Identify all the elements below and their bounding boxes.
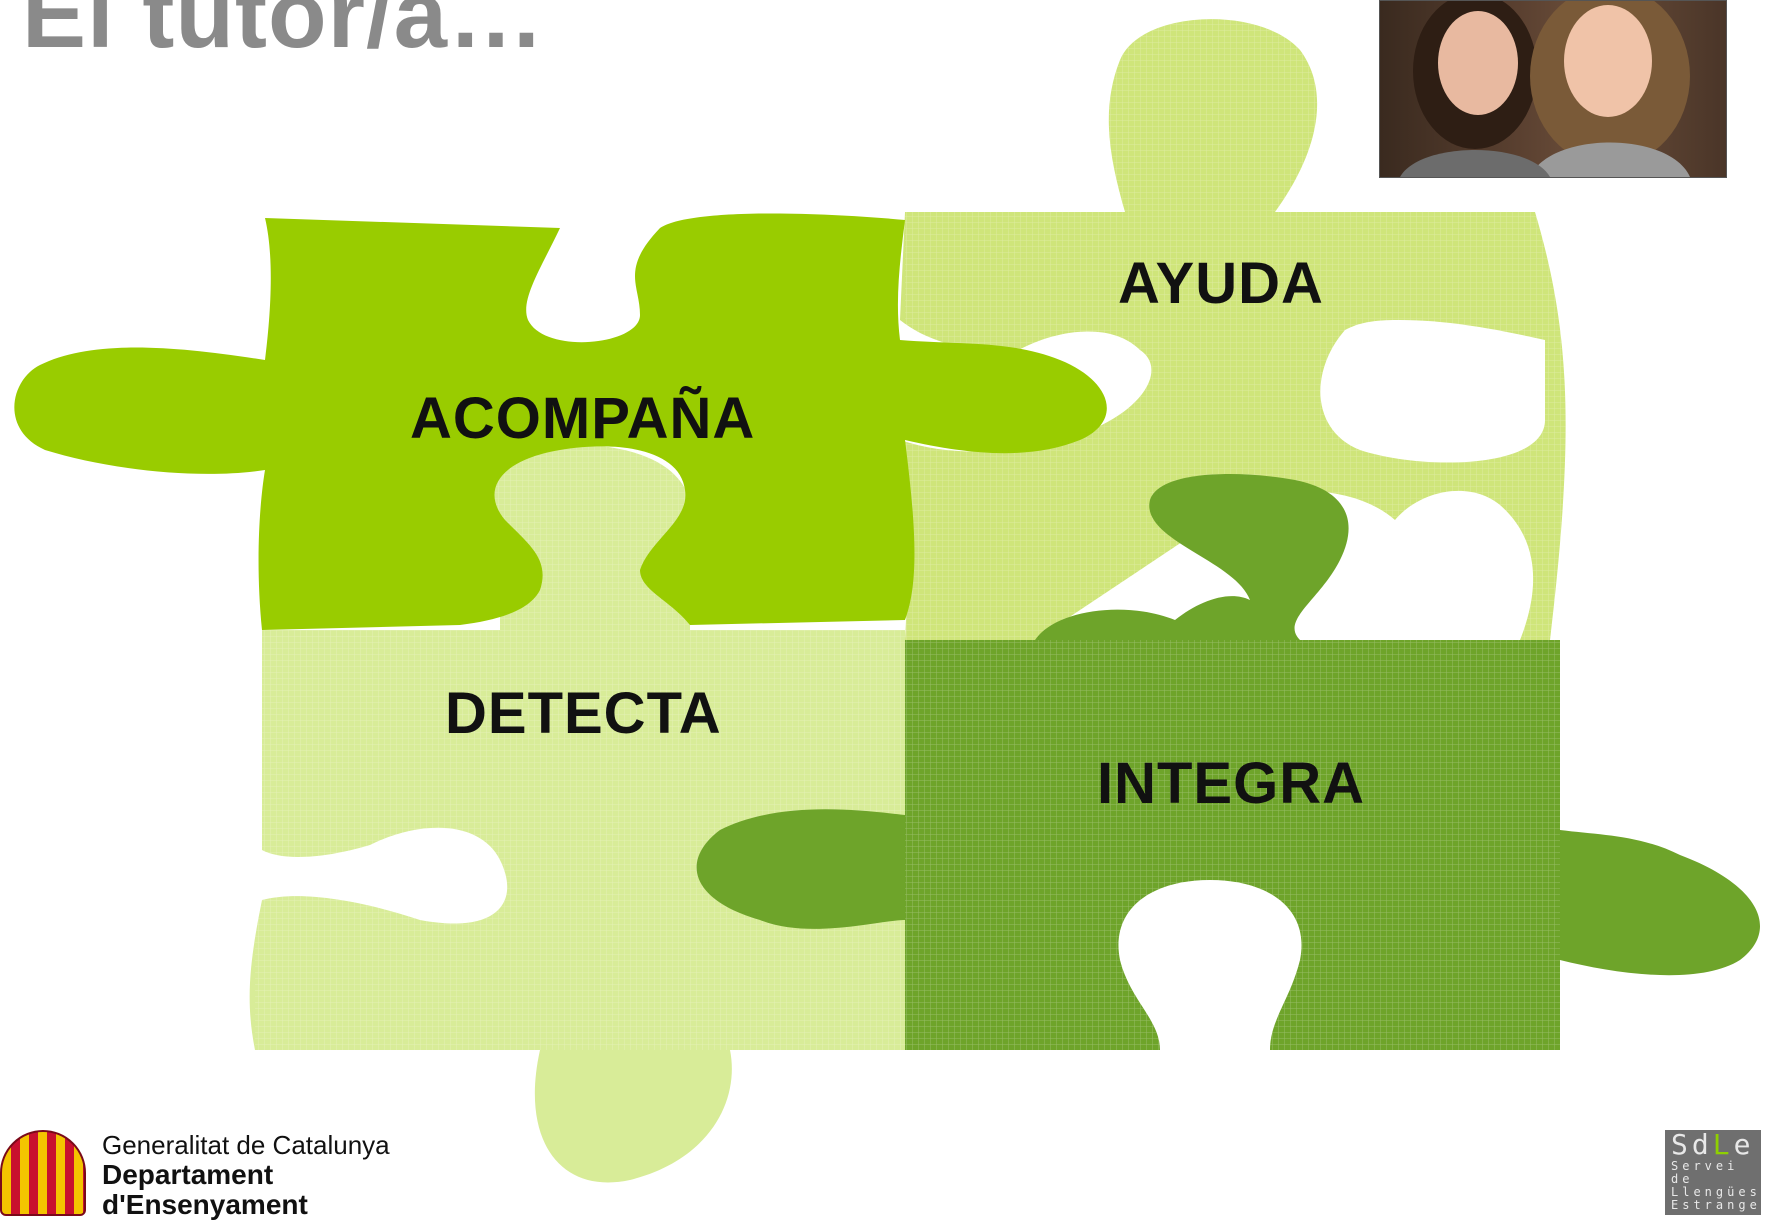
label-ayuda: AYUDA <box>1118 251 1324 316</box>
department-line2: d'Ensenyament <box>102 1189 308 1220</box>
sdle-d: d <box>1691 1130 1713 1161</box>
department-line1: Departament <box>102 1159 274 1190</box>
sdle-e: e <box>1733 1130 1755 1161</box>
label-acompana: ACOMPAÑA <box>410 386 756 451</box>
sdle-s: S <box>1671 1130 1692 1161</box>
sdle-l: L <box>1712 1130 1734 1161</box>
piece-acompana <box>14 213 1107 630</box>
piece-ayuda <box>900 19 1566 641</box>
sdle-llengues: Llengües <box>1671 1185 1761 1199</box>
sdle-de: de <box>1671 1172 1694 1186</box>
sdle-logo: SdLe Servei de Llengües Estrangeres <box>1665 1130 1761 1215</box>
slide-title: El tutor/a… <box>22 0 546 68</box>
sdle-estrangeres: Estrangeres <box>1671 1198 1761 1212</box>
generalitat-shield-icon <box>0 1130 86 1216</box>
tutor-photo <box>1379 0 1727 178</box>
generalitat-name: Generalitat de Catalunya <box>102 1130 390 1160</box>
label-detecta: DETECTA <box>445 681 722 746</box>
sdle-servei: Servei <box>1671 1159 1739 1173</box>
label-integra: INTEGRA <box>1097 751 1365 816</box>
piece-integra <box>696 474 1760 1050</box>
